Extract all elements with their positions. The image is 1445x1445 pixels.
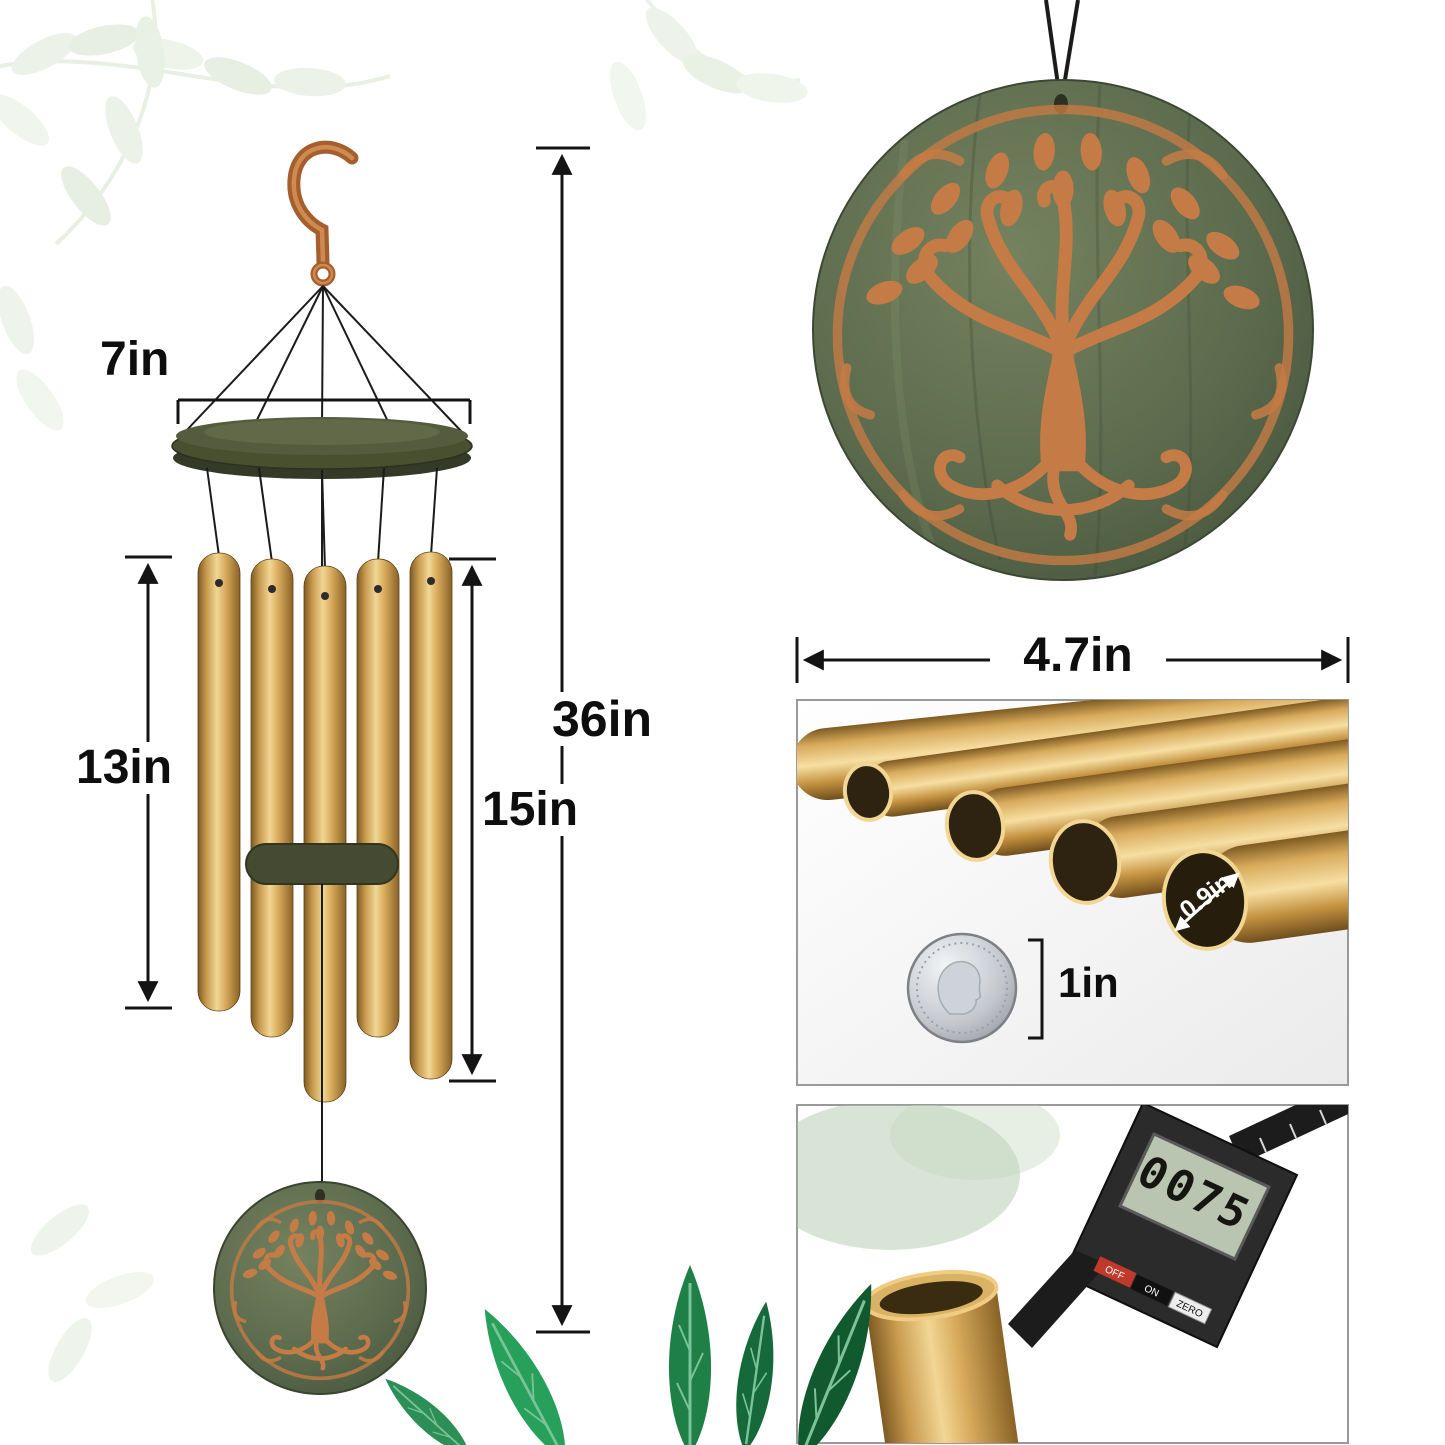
s-hook	[287, 140, 359, 287]
caliper-display	[1117, 1132, 1272, 1261]
chime-tube	[197, 552, 241, 1012]
dim-label-total-length: 36in	[546, 692, 659, 746]
background-foliage-bottom-left	[23, 1196, 159, 1389]
hanging-strings	[184, 285, 463, 433]
striker	[245, 843, 399, 885]
digital-caliper: OFF ON ZERO	[1008, 1105, 1348, 1349]
tube-mouth	[944, 790, 1006, 862]
dim-label-right-tubes: 15in	[476, 784, 585, 836]
measured-tube	[863, 1269, 1026, 1443]
tube-body	[842, 700, 1348, 822]
coin-size-bracket	[1028, 938, 1044, 1040]
background-foliage-top-left	[0, 0, 391, 438]
reference-coin	[906, 932, 1018, 1044]
dim-arrow-15in	[449, 557, 496, 1083]
chime-tube	[356, 558, 400, 1038]
dim-label-coin: 1in	[1058, 959, 1119, 1006]
engraved-disc-photo	[812, 0, 1314, 581]
dim-label-hanger-width: 7in	[100, 333, 170, 386]
background-foliage-top-right	[602, 0, 810, 135]
tube-mouth	[842, 762, 894, 822]
chime-tube	[409, 551, 453, 1080]
tube-mouth	[1048, 819, 1122, 905]
chime-tubes	[197, 551, 453, 1103]
tube-body	[1048, 781, 1348, 905]
disc-hanging-cord	[1044, 0, 1080, 93]
chime-tube	[250, 558, 294, 1038]
tube-diameter-arrow	[1174, 872, 1240, 932]
tube-ends-photo-panel	[796, 699, 1349, 1086]
top-plate	[171, 417, 473, 479]
wind-chime-figure	[125, 140, 590, 1395]
wind-sail-disc	[213, 1181, 427, 1395]
chime-tube	[303, 565, 347, 1103]
bracket-7in	[176, 398, 472, 424]
caliper-jaw	[1008, 1250, 1107, 1348]
dim-label-top-plate: 4.7in	[990, 630, 1166, 682]
caliper-photo-panel: OFF ON ZERO	[796, 1104, 1349, 1444]
tube-holes	[215, 577, 435, 600]
dim-label-left-tubes: 13in	[70, 742, 179, 794]
